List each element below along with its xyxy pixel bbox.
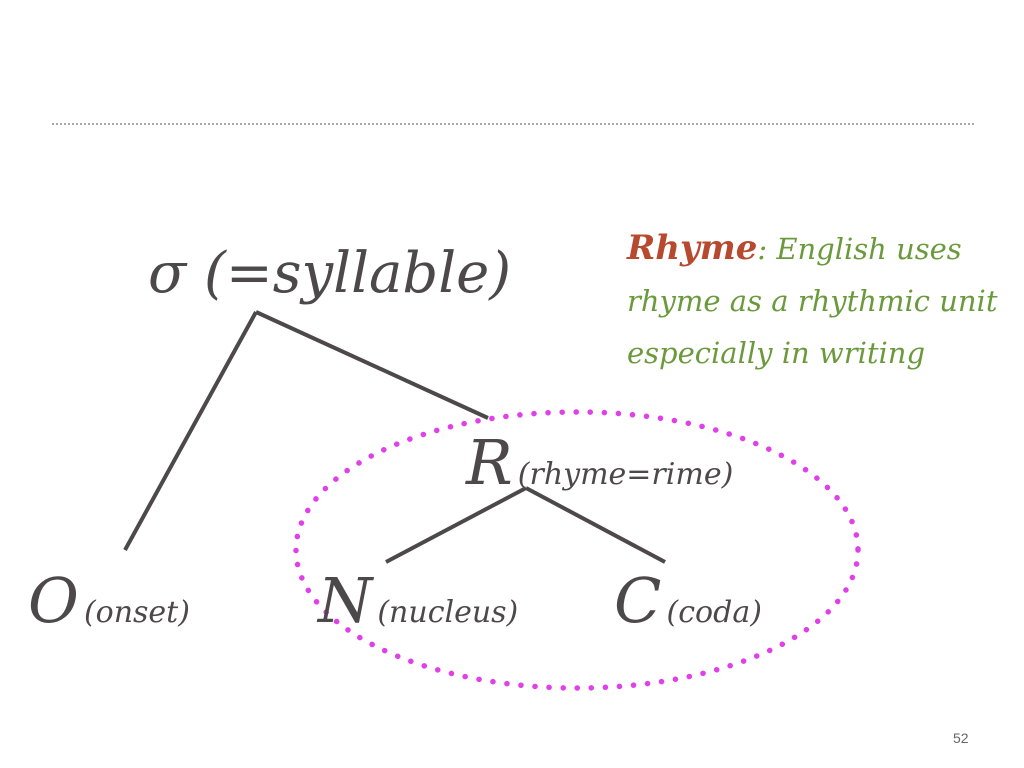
nucleus-node: N (nucleus): [318, 570, 518, 632]
rhyme-node: R (rhyme=rime): [466, 432, 733, 494]
page-number: 52: [953, 730, 969, 746]
dotted-divider: [52, 123, 974, 125]
rhyme-note-title: Rhyme: [627, 228, 758, 268]
edge-syllable-rhyme: [255, 310, 489, 420]
rhyme-note-text: : English uses rhyme as a rhythmic unit …: [627, 232, 998, 370]
nucleus-symbol: N: [318, 564, 373, 637]
coda-node: C (coda): [614, 570, 762, 632]
rhyme-symbol: R: [466, 426, 513, 499]
syllable-root-node: σ (=syllable): [148, 241, 512, 306]
coda-label: (coda): [666, 595, 762, 630]
edge-rhyme-coda: [525, 486, 666, 564]
onset-label: (onset): [83, 595, 190, 630]
rhyme-highlight-ellipse: [293, 409, 861, 691]
onset-node: O (onset): [28, 570, 190, 632]
coda-symbol: C: [614, 564, 662, 637]
edge-rhyme-nucleus: [385, 486, 527, 564]
onset-symbol: O: [28, 564, 79, 637]
edge-syllable-onset: [123, 311, 258, 551]
rhyme-note: Rhyme: English uses rhyme as a rhythmic …: [627, 222, 1007, 379]
nucleus-label: (nucleus): [377, 595, 519, 630]
rhyme-label: (rhyme=rime): [517, 457, 734, 492]
